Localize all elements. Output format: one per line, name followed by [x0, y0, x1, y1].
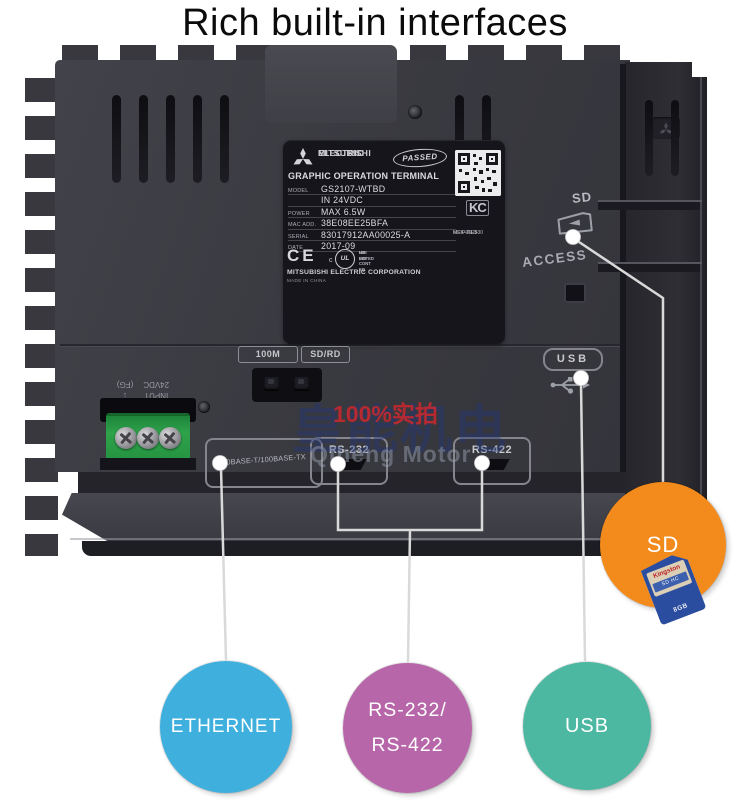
led-label-100m: 100M	[238, 346, 298, 363]
spec-row: SERIAL 83017912AA00025-A	[288, 230, 456, 241]
callout-usb: USB	[523, 662, 651, 790]
power-input-text: INPUT 24VDC	[143, 362, 169, 400]
ul-mark: UL	[335, 249, 355, 269]
kc-mark: KC	[466, 200, 489, 216]
rs422-port: RS-422	[453, 437, 531, 485]
led-label-sdrd: SD/RD	[301, 346, 350, 363]
rs232-connector-slot	[331, 459, 367, 470]
spec-row: MAC ADD. 38E08EE25BFA	[288, 218, 456, 230]
vent-slot	[139, 95, 148, 183]
terminal-screw	[115, 427, 137, 449]
spec-key: MODEL	[288, 188, 309, 194]
vent-slot	[112, 95, 121, 183]
ce-mark: CE	[287, 246, 317, 265]
side-frame-fin	[598, 262, 702, 272]
usb-trident-icon	[550, 377, 590, 394]
fg-label: (FG)	[116, 380, 134, 390]
side-frame-fin	[598, 200, 702, 210]
vent-slot	[193, 95, 202, 183]
side-frame-notch	[692, 62, 708, 77]
kc-code-line2: MEK-05U930	[453, 230, 484, 236]
terminal-screw	[159, 427, 181, 449]
rating-label: MITSUBISHI ELECTRIC PASSED GRAPHIC OPERA…	[283, 140, 505, 344]
screw-hole	[408, 105, 422, 119]
page-title: Rich built-in interfaces	[182, 2, 568, 44]
watermark-brand-en: Qineng Motor	[310, 441, 472, 467]
bezel-highlight	[70, 538, 635, 540]
made-in-text: MADE IN CHINA	[287, 278, 327, 283]
power-terminal-block	[106, 413, 190, 464]
spec-value: 2017-09	[321, 240, 356, 251]
mitsubishi-diamond-icon	[659, 122, 673, 134]
callout-sd-label: SD	[646, 532, 680, 557]
spec-key: SERIAL	[288, 233, 309, 240]
spec-value: MAX 6.5W	[321, 206, 366, 217]
ul-line1: HMI IND CONT EQ	[359, 250, 371, 273]
sd-card-capacity: 8GB	[672, 602, 689, 615]
side-frame-edge-highlight	[700, 72, 702, 534]
spec-key: DATE	[288, 244, 304, 251]
callout-usb-label: USB	[564, 714, 610, 737]
device-bottom-edge	[82, 541, 638, 556]
watermark-real-shot: 100%实拍	[333, 401, 438, 427]
spec-value: 38E08EE25BFA	[321, 218, 389, 229]
spec-row: IN 24VDC	[288, 195, 456, 207]
ethernet-port: 10BASE-T/100BASE-TX	[205, 438, 323, 488]
mitsubishi-logo-icon	[293, 148, 313, 165]
ul-c: c	[329, 257, 333, 264]
vent-slot	[482, 95, 491, 183]
screw-hole	[198, 401, 210, 413]
power-input-marking: INPUT 24VDC ↓ (FG)	[103, 362, 183, 400]
terminal-base	[100, 458, 196, 470]
ul-line2: US LISTED	[359, 250, 374, 261]
brand-line1: MITSUBISHI	[318, 148, 372, 158]
access-led	[564, 283, 586, 303]
callout-serial-line1: RS-232/	[368, 699, 447, 721]
vent-slot	[455, 95, 464, 183]
spec-value: GS2107-WTBD	[321, 184, 386, 194]
product-name: GRAPHIC OPERATION TERMINAL	[288, 171, 440, 181]
status-led-block	[252, 368, 322, 402]
vent-slot	[671, 100, 679, 176]
sd-card-sticker: Kingston SD HC	[646, 559, 692, 597]
terminal-screw	[137, 427, 159, 449]
usb-port-label: USB	[543, 348, 603, 371]
device-left-notched-edge	[25, 78, 58, 556]
vent-slot	[220, 95, 229, 183]
rs422-connector-slot	[474, 459, 510, 470]
sd-card-slot-icon	[557, 212, 593, 235]
kc-code-line1: MSIP-RE3-	[453, 230, 479, 236]
vent-slot	[645, 100, 653, 176]
rs232-port-label: RS-232	[328, 444, 370, 456]
power-voltage: 24VDC	[143, 380, 170, 390]
spec-row: DATE 2017-09	[288, 240, 456, 253]
led-100m-indicator	[264, 377, 279, 391]
qr-code	[455, 150, 501, 196]
callout-ethernet: ETHERNET	[160, 661, 292, 793]
power-fg-text: ↓ (FG)	[117, 362, 133, 400]
device-top-bump	[265, 45, 397, 123]
spec-key: POWER	[288, 210, 310, 217]
spec-row: MODEL GS2107-WTBD	[288, 184, 456, 196]
watermark-brand-cn: 皇能机电	[292, 402, 509, 460]
spec-key: MAC ADD.	[288, 222, 317, 229]
rs422-port-label: RS-422	[471, 444, 513, 456]
spec-value: IN 24VDC	[321, 195, 363, 206]
vent-slot	[166, 95, 175, 183]
corporation-text: MITSUBISHI ELECTRIC CORPORATION	[287, 269, 421, 276]
callout-ethernet-label: ETHERNET	[170, 716, 282, 737]
callout-serial: RS-232/ RS-422	[343, 663, 472, 793]
spec-value: 83017912AA00025-A	[321, 229, 411, 240]
brand-line2: ELECTRIC	[318, 148, 364, 158]
spec-table: MODEL GS2107-WTBD IN 24VDC POWER MAX 6.5…	[288, 184, 456, 253]
passed-stamp: PASSED	[392, 147, 448, 169]
sd-slot-label: SD	[571, 188, 593, 207]
spec-row: POWER MAX 6.5W	[288, 206, 456, 219]
callout-serial-line2: RS-422	[371, 734, 444, 756]
led-sdrd-indicator	[294, 377, 309, 391]
